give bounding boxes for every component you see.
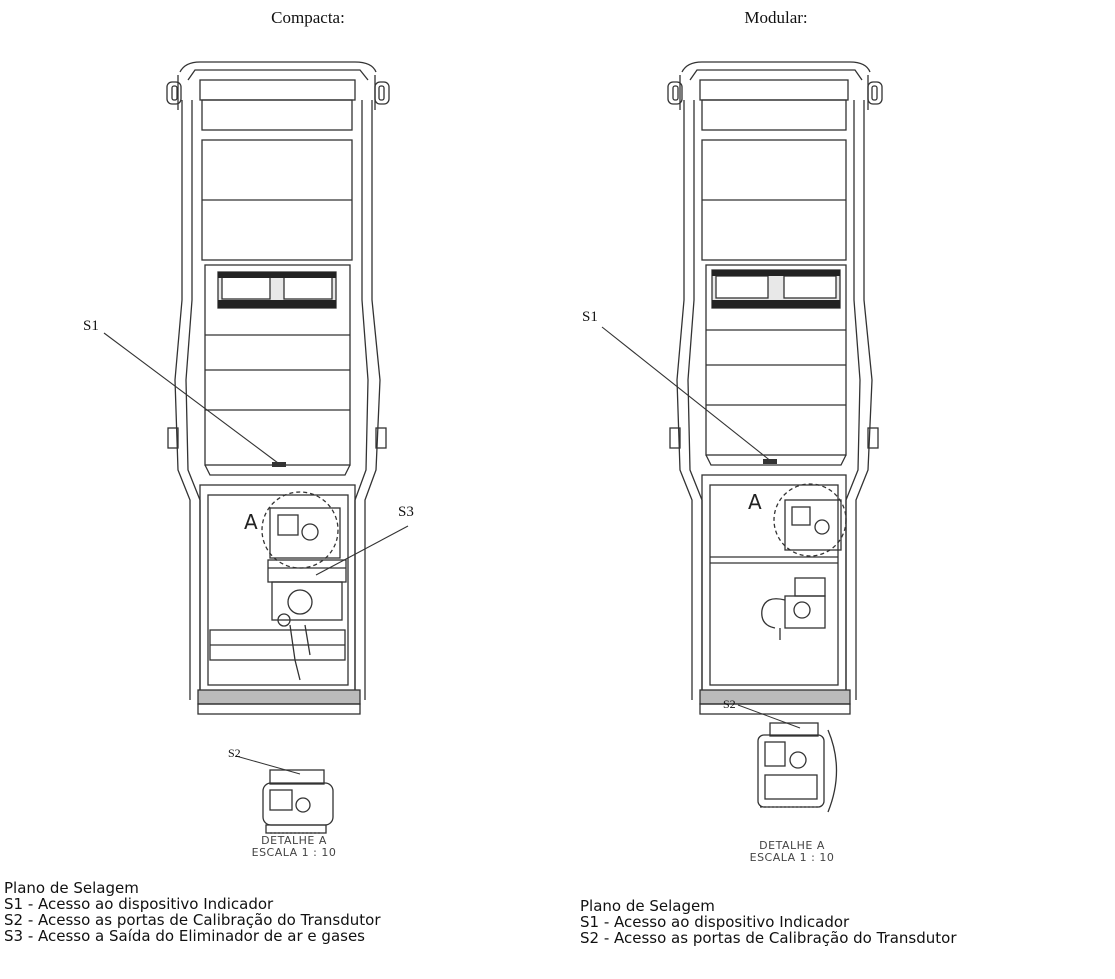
callout-s1-modular: S1 [582,309,598,325]
legend-compacta: Plano de Selagem S1 - Acesso ao disposit… [4,880,381,944]
detail-caption-title: DETALHE A [759,839,825,852]
detail-marker-modular: A [748,490,762,514]
detail-marker-compacta: A [244,510,258,534]
modular-dispenser-drawing [601,61,883,813]
callout-s2-compacta: S2 [228,746,241,760]
legend-modular: Plano de Selagem S1 - Acesso ao disposit… [580,898,957,946]
legend-item: S1 - Acesso ao dispositivo Indicador [4,895,274,913]
detail-caption-compacta: DETALHE A ESCALA 1 : 10 [224,835,364,859]
callout-s3-compacta: S3 [398,504,414,520]
detail-caption-scale: ESCALA 1 : 10 [749,851,835,864]
legend-item: S1 - Acesso ao dispositivo Indicador [580,913,850,931]
left-panel-title: Compacta: [271,8,345,27]
modular-detail-a-drawing [737,704,838,813]
legend-item: S2 - Acesso as portas de Calibração do T… [580,929,957,947]
compacta-detail-a-drawing [235,755,334,834]
legend-item: S3 - Acesso a Saída do Eliminador de ar … [4,927,365,945]
callout-s1-compacta: S1 [83,318,99,334]
detail-caption-title: DETALHE A [261,834,327,847]
compacta-dispenser-drawing [103,61,409,834]
legend-heading: Plano de Selagem [4,879,139,897]
left-lamp-icon [166,81,182,105]
detail-caption-scale: ESCALA 1 : 10 [251,846,337,859]
right-lamp-icon [867,81,883,105]
legend-item: S2 - Acesso as portas de Calibração do T… [4,911,381,929]
left-lamp-icon [667,81,683,105]
detail-caption-modular: DETALHE A ESCALA 1 : 10 [722,840,862,864]
right-lamp-icon [374,81,390,105]
callout-s2-modular: S2 [723,697,736,711]
legend-heading: Plano de Selagem [580,897,715,915]
right-panel-title: Modular: [744,8,808,27]
